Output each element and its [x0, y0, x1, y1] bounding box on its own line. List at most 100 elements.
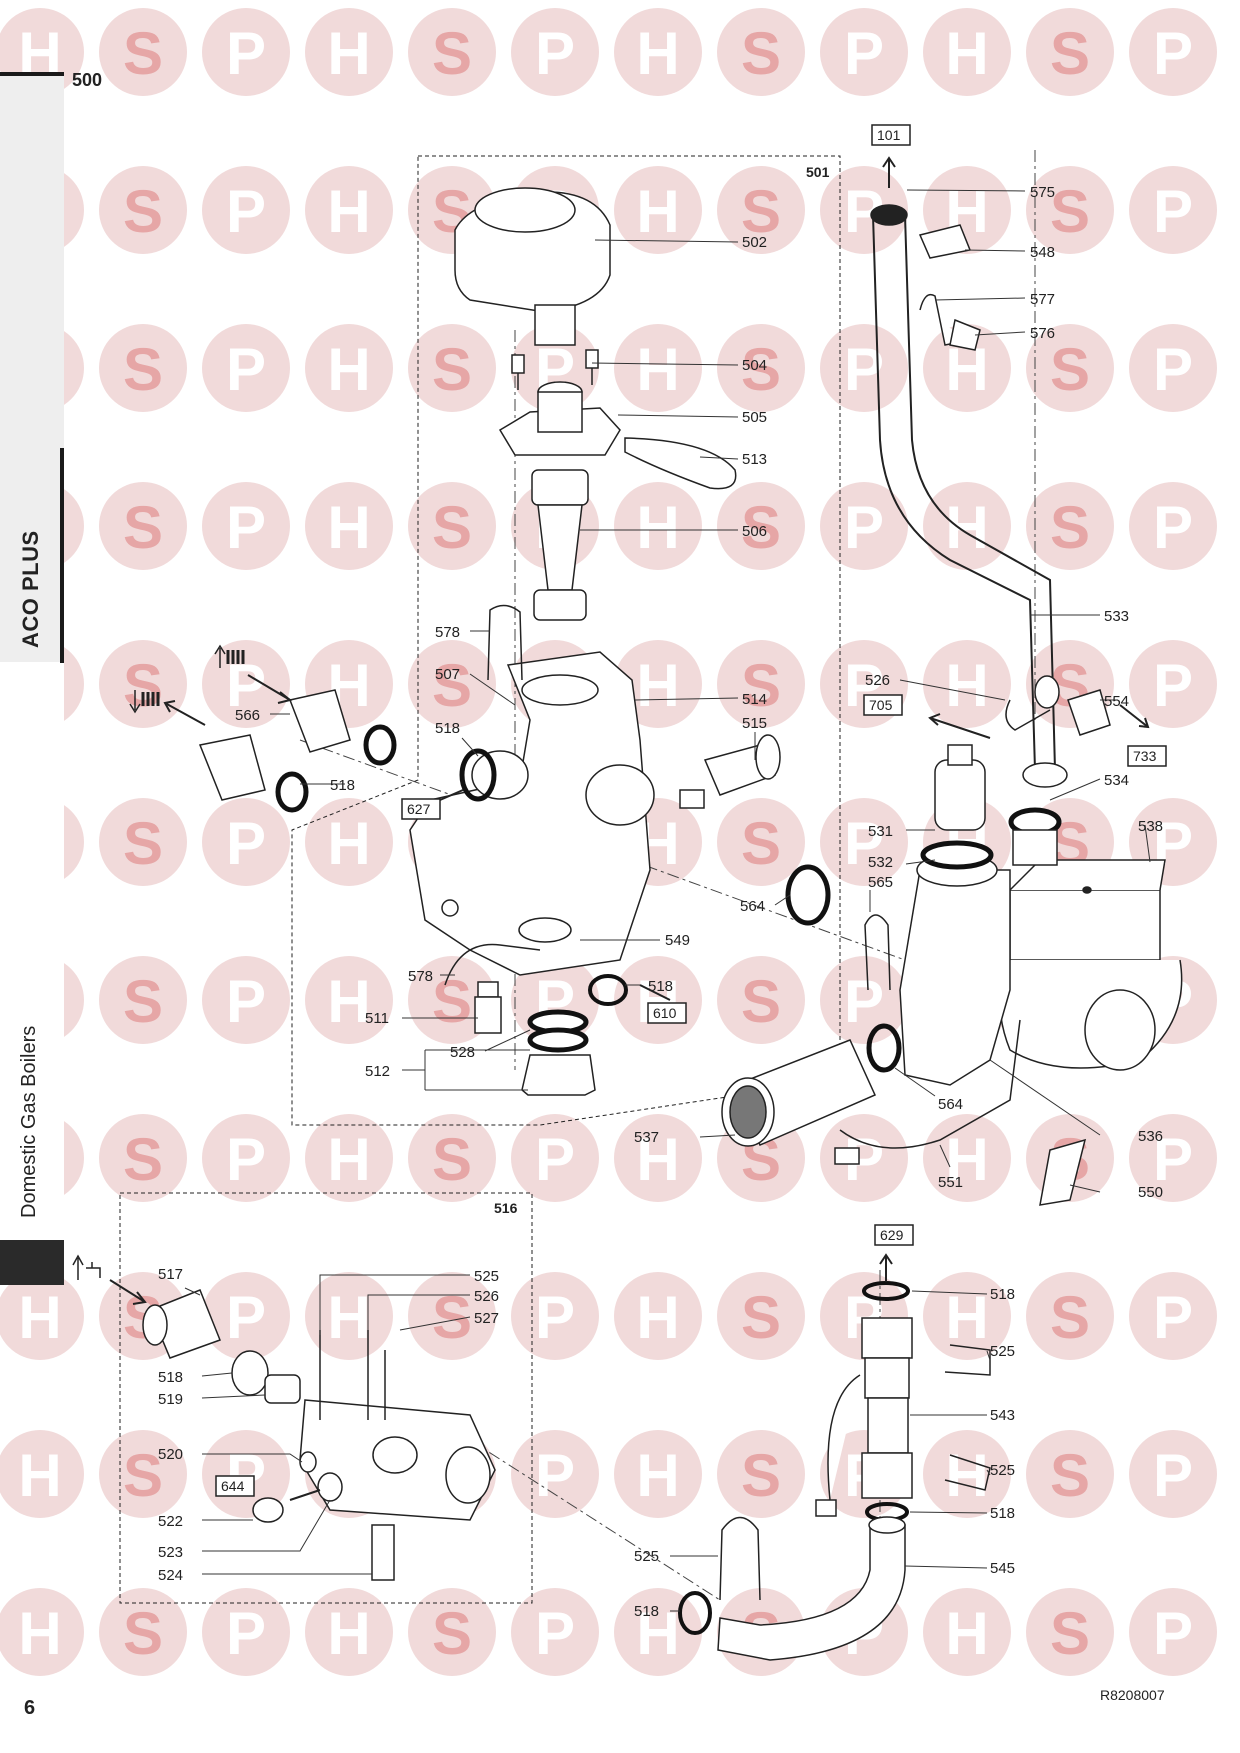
callout: 507: [435, 666, 460, 683]
watermark-letter: S: [432, 494, 472, 561]
watermark-letter: P: [226, 178, 266, 245]
watermark-badge: H: [923, 8, 1011, 96]
boxed-references: 101 705 733 627 610 644 629: [215, 124, 1167, 1497]
callout: 578: [408, 968, 433, 985]
watermark-letter: S: [432, 968, 472, 1035]
fitting-517: [142, 1289, 221, 1359]
watermark-badge: S: [408, 8, 496, 96]
watermark-letter: P: [226, 810, 266, 877]
watermark-letter: H: [327, 968, 370, 1035]
union-534: [1008, 807, 1062, 866]
watermark-badge: P: [1129, 482, 1217, 570]
watermark-badge: H: [0, 1272, 84, 1360]
watermark-badge: P: [511, 1588, 599, 1676]
ref-box: 733: [1127, 745, 1167, 767]
watermark-badge: S: [408, 324, 496, 412]
callout: 518: [648, 978, 673, 995]
watermark-badge: P: [511, 1430, 599, 1518]
watermark-letter: S: [123, 1442, 163, 1509]
watermark-letter: S: [1050, 1600, 1090, 1667]
watermark-badge: P: [202, 1588, 290, 1676]
watermark-badge: S: [408, 1588, 496, 1676]
watermark-badge: S: [99, 798, 187, 886]
watermark-letter: P: [535, 1284, 575, 1351]
sidebar-panel: [0, 72, 64, 662]
watermark-badge: H: [614, 324, 702, 412]
callout: 545: [990, 1560, 1015, 1577]
watermark-letter: H: [636, 178, 679, 245]
callout: 525: [990, 1343, 1015, 1360]
watermark-badge: H: [923, 640, 1011, 728]
clip-526-right: [1005, 699, 1051, 731]
watermark-letter: P: [226, 1126, 266, 1193]
cap-actuator-part: [454, 187, 611, 346]
clips-548-577: [918, 224, 981, 351]
watermark-badge: P: [1129, 166, 1217, 254]
leader-lines: [184, 189, 1151, 1612]
callout: 505: [742, 409, 767, 426]
group-label-501: 501: [806, 164, 830, 180]
watermark-badge: S: [717, 324, 805, 412]
watermark-badge: S: [1026, 324, 1114, 412]
watermark-letter: S: [123, 178, 163, 245]
watermark-badge: P: [820, 798, 908, 886]
watermark-badge: S: [99, 956, 187, 1044]
ref-box: 627: [401, 798, 441, 820]
callout: 522: [158, 1513, 183, 1530]
watermark-letter: S: [741, 1284, 781, 1351]
watermark-badge: S: [1026, 1272, 1114, 1360]
ref-box-label: 610: [653, 1005, 677, 1021]
watermark-letter: S: [1050, 178, 1090, 245]
valve-insert-511: [474, 981, 502, 1034]
flow-sensor-543: [815, 1317, 913, 1517]
watermark-badge: H: [305, 482, 393, 570]
watermark-badge: P: [202, 8, 290, 96]
oring-564-upper: [785, 864, 831, 926]
watermark-badge: S: [408, 640, 496, 728]
watermark-letter: S: [432, 20, 472, 87]
watermark-badge: H: [614, 166, 702, 254]
watermark-badge: H: [305, 166, 393, 254]
watermark-letter: S: [432, 1600, 472, 1667]
watermark-letter: S: [123, 494, 163, 561]
watermark-letter: H: [636, 1284, 679, 1351]
radiator-flow-icon: [214, 644, 245, 668]
watermark-badge: H: [0, 1588, 84, 1676]
watermark-letter: H: [18, 1600, 61, 1667]
watermark-badge: S: [99, 1114, 187, 1202]
watermark-badge: S: [99, 166, 187, 254]
watermark-letter: P: [226, 1284, 266, 1351]
watermark-badge: H: [614, 1114, 702, 1202]
watermark-letter: S: [432, 336, 472, 403]
watermark-badge: H: [614, 1430, 702, 1518]
watermark-letter: H: [327, 810, 370, 877]
watermark-letter: H: [636, 652, 679, 719]
watermark-badge: H: [614, 8, 702, 96]
callout: 518: [990, 1286, 1015, 1303]
watermark-badge: S: [408, 956, 496, 1044]
watermark-letter: S: [741, 1442, 781, 1509]
watermark-letter: H: [327, 1600, 370, 1667]
watermark-badge: H: [0, 1430, 84, 1518]
watermark-badge: S: [1026, 1430, 1114, 1518]
watermark-badge: S: [717, 956, 805, 1044]
watermark-letter: P: [1153, 1442, 1193, 1509]
watermark-badge: P: [202, 1114, 290, 1202]
watermark-badge: S: [1026, 166, 1114, 254]
watermark-badge: P: [511, 1114, 599, 1202]
watermark-letter: H: [636, 336, 679, 403]
callout: 549: [665, 932, 690, 949]
ref-box-label: 733: [1133, 748, 1157, 764]
ref-box-label: 644: [221, 1478, 245, 1494]
watermark-letter: H: [945, 1442, 988, 1509]
clips-525-right: [944, 1344, 991, 1491]
watermark-badge: S: [717, 640, 805, 728]
watermark-letter: P: [226, 20, 266, 87]
callout: 525: [634, 1548, 659, 1565]
watermark-letter: H: [945, 652, 988, 719]
watermark-letter: H: [636, 20, 679, 87]
watermark-badge: S: [408, 482, 496, 570]
watermark-letter: S: [123, 968, 163, 1035]
watermark-badge: P: [1129, 1272, 1217, 1360]
ref-box-label: 705: [869, 697, 893, 713]
